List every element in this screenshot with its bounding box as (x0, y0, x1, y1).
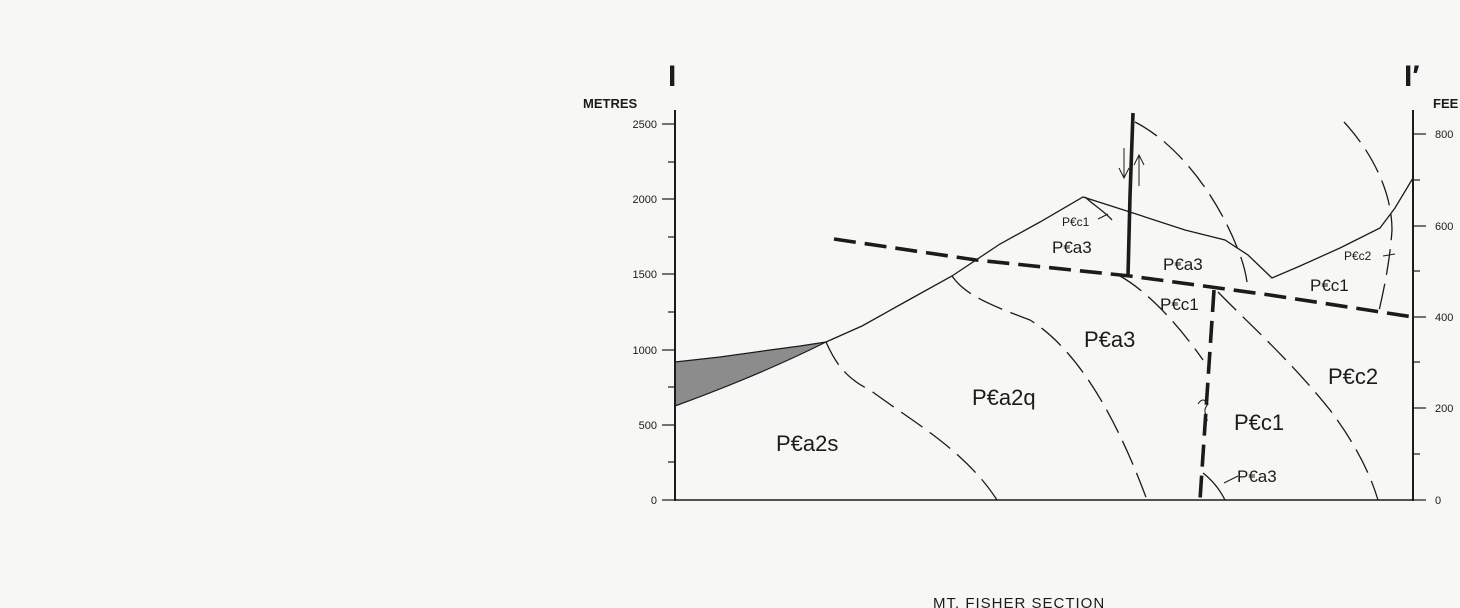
left-axis-ticks (662, 123, 675, 501)
leader-pe-c2-small (1382, 253, 1396, 257)
contact-c1-c2 (1217, 291, 1379, 501)
unit-label-pe-a3-main: P€a3 (1084, 327, 1135, 352)
unit-label-pe-a3-bottom: P€a3 (1237, 467, 1277, 486)
fault-query-mark (1197, 399, 1209, 415)
left-tick-label: 1500 (633, 269, 657, 281)
leader-pe-c1-peak (1097, 213, 1109, 220)
contact-a2s-a2q (825, 341, 998, 501)
vertical-fault-lower (1198, 289, 1216, 501)
unit-label-pe-c2-small: P€c2 (1344, 249, 1372, 263)
thrust-fault (833, 237, 1414, 319)
contact-a3-c1-upper (1119, 275, 1204, 361)
right-axis-ticks (1413, 133, 1426, 501)
right-tick-label: 800 (1435, 129, 1453, 141)
right-tick-label: 600 (1435, 221, 1453, 233)
left-tick-label: 1000 (633, 345, 657, 357)
unit-label-pe-a2q: P€a2q (972, 385, 1036, 410)
unit-label-pe-a3-upper-left: P€a3 (1052, 238, 1092, 257)
unit-label-pe-c1-right: P€c1 (1310, 276, 1349, 295)
unit-label-pe-c1-peak: P€c1 (1062, 215, 1090, 229)
shaded-unit-polygon (674, 341, 827, 407)
section-end-label: I′ (1404, 60, 1420, 93)
section-caption: MT. FISHER SECTION (933, 595, 1105, 608)
down-arrow-icon (1118, 148, 1130, 180)
contact-a3-c1-lower (1202, 472, 1226, 501)
contact-a3-c1-ridge (1084, 196, 1113, 221)
unit-label-pe-c2-main: P€c2 (1328, 364, 1378, 389)
unit-label-pe-a2s: P€a2s (776, 431, 838, 456)
unit-label-pe-c1-lower: P€c1 (1234, 410, 1284, 435)
contact-upper-arc (1134, 121, 1249, 291)
vertical-fault-upper (1128, 112, 1135, 197)
vertical-fault-middle (1126, 195, 1132, 277)
unit-label-pe-c1-mid: P€c1 (1160, 295, 1199, 314)
up-arrow-icon (1133, 153, 1145, 186)
left-tick-label: 2000 (633, 194, 657, 206)
left-tick-label: 0 (651, 495, 657, 507)
left-tick-label: 2500 (633, 119, 657, 131)
contact-a2q-a3 (951, 275, 1148, 501)
right-tick-label: 200 (1435, 403, 1453, 415)
left-tick-label: 500 (639, 420, 657, 432)
right-tick-label: 0 (1435, 495, 1441, 507)
fault-query-dot (1204, 418, 1208, 422)
section-start-label: I (668, 60, 676, 93)
left-axis-title: METRES (583, 96, 638, 111)
unit-label-pe-a3-upper-right: P€a3 (1163, 255, 1203, 274)
leader-pe-a3-bottom (1223, 475, 1239, 484)
topographic-profile (825, 177, 1414, 343)
contact-c2-arc (1343, 121, 1393, 316)
right-tick-label: 400 (1435, 312, 1453, 324)
right-axis-title: FEE (1433, 96, 1459, 111)
